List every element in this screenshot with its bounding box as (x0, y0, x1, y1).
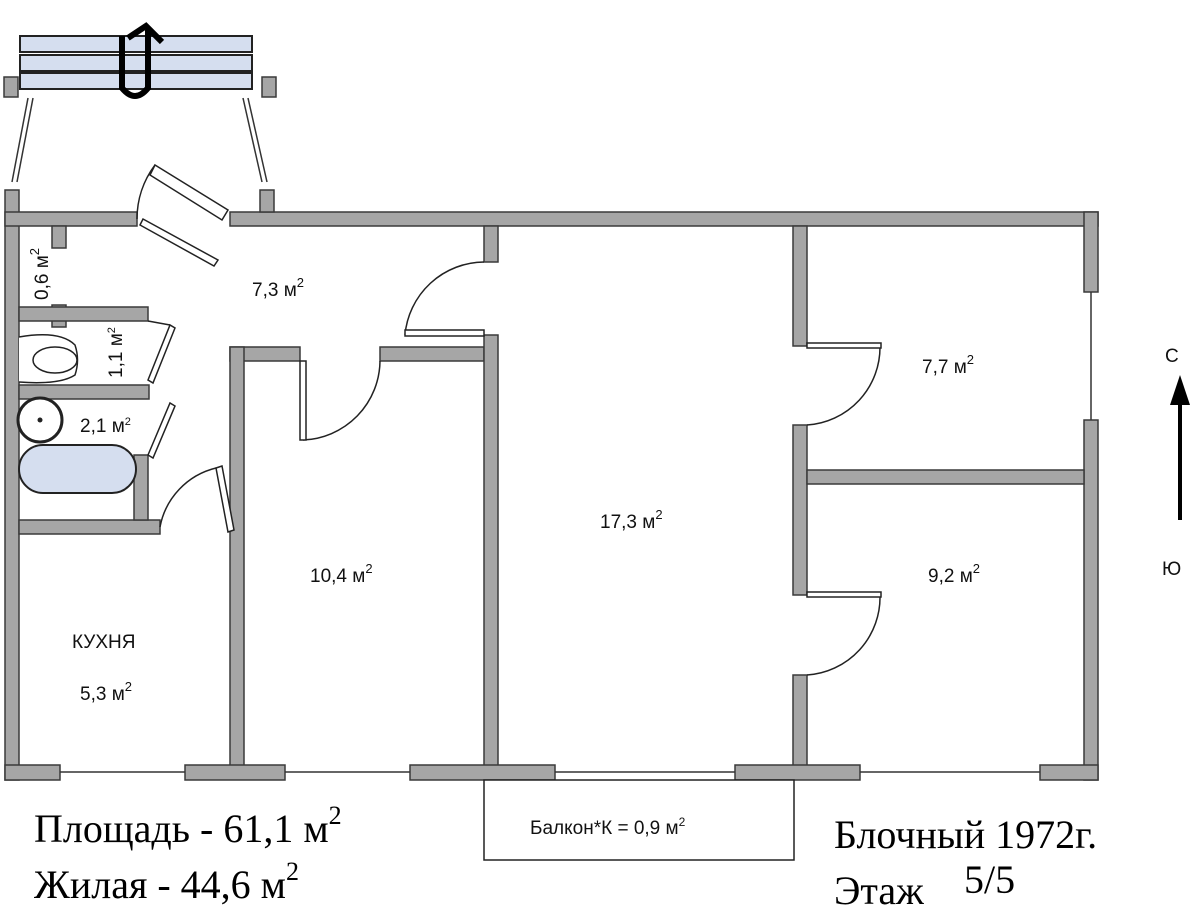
closet-area: 0,6 м2 (27, 248, 53, 300)
building-type: Блочный 1972г. (834, 812, 1097, 857)
doors (136, 163, 882, 676)
kitchen-name: КУХНЯ (72, 632, 135, 653)
room2-area: 17,3 м2 (600, 507, 663, 533)
room3-area: 7,7 м2 (922, 352, 974, 378)
kitchen-area: 5,3 м2 (80, 679, 132, 705)
compass-arrow-icon (1170, 375, 1190, 520)
balcony-label: Балкон*К = 0,9 м2 (530, 815, 686, 839)
living-area: Жилая - 44,6 м2 (34, 857, 299, 907)
floor-value: 5/5 (964, 857, 1015, 902)
floor-label: Этаж (834, 868, 924, 908)
toilet-area: 1,1 м2 (106, 327, 127, 378)
room1-area: 10,4 м2 (310, 561, 373, 587)
stairs-icon (3, 22, 277, 183)
room4-area: 9,2 м2 (928, 561, 980, 587)
walls (4, 189, 1099, 781)
total-area: Площадь - 61,1 м2 (34, 801, 342, 851)
balcony (483, 779, 795, 861)
compass-south: Ю (1162, 559, 1181, 580)
hall-area: 7,3 м2 (252, 275, 304, 301)
windows (60, 292, 1092, 773)
bath-area: 2,1 м2 (80, 416, 131, 437)
bathtub-icon (18, 444, 137, 494)
compass-north: С (1165, 346, 1179, 367)
